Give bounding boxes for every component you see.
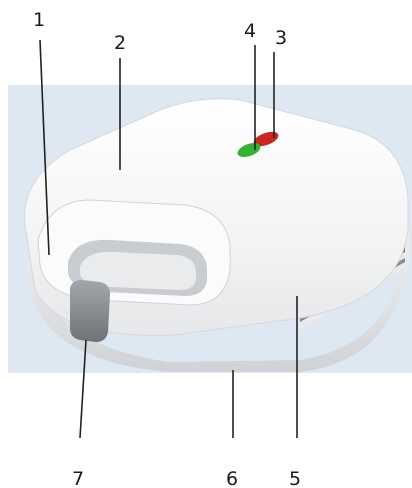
callout-4: 4 — [244, 20, 256, 42]
callout-5: 5 — [289, 468, 301, 488]
callout-7: 7 — [72, 468, 84, 488]
callout-1: 1 — [33, 9, 45, 31]
callout-6: 6 — [226, 468, 238, 488]
callout-3: 3 — [275, 27, 287, 49]
latch — [70, 280, 110, 342]
callout-2: 2 — [114, 32, 126, 54]
